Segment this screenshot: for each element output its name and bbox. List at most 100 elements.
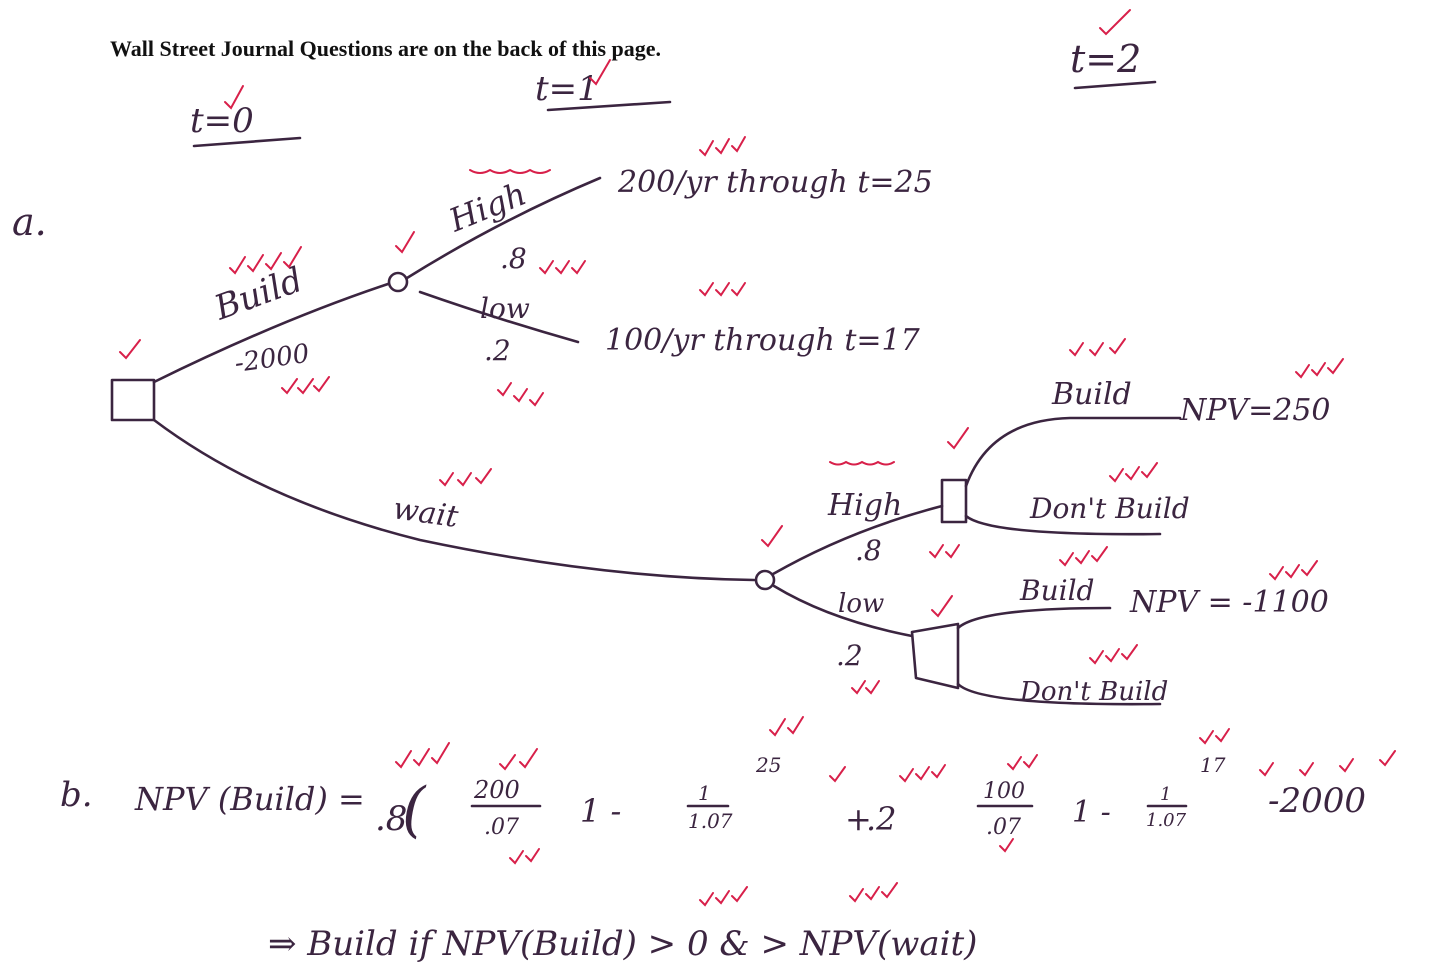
- low-build-npv: NPV = -1100: [1129, 585, 1329, 620]
- chance-node-wait: [754, 569, 776, 591]
- check-mark: [929, 544, 960, 559]
- check-mark: [931, 595, 953, 618]
- part-b-label: b.: [60, 775, 93, 815]
- decision-node-root: [110, 378, 156, 422]
- check-mark: [589, 59, 611, 86]
- wait-high-prob: .8: [855, 534, 882, 567]
- build-low-label: low: [480, 292, 530, 325]
- time-label-t0: t=0: [190, 101, 254, 141]
- term2-prob: .2: [866, 800, 897, 838]
- check-mark: [1069, 338, 1126, 357]
- term1-prob: .8: [375, 799, 407, 839]
- low-dont-line: [956, 682, 1162, 706]
- high-dont-line: [964, 514, 1162, 536]
- check-mark: [699, 282, 746, 297]
- check-mark: [849, 882, 898, 903]
- check-mark: [497, 382, 544, 407]
- check-mark: [1259, 750, 1396, 777]
- high-build-line: [964, 416, 1182, 488]
- check-mark: [829, 766, 846, 783]
- plus-sign: +: [845, 800, 872, 838]
- term1-inner-den: 1.07: [688, 809, 733, 833]
- wait-branch-line: [152, 418, 756, 582]
- check-mark: [1109, 462, 1158, 483]
- high-build-label: Build: [1051, 377, 1132, 412]
- high-dont-label: Don't Build: [1029, 492, 1190, 525]
- chance-node-build: [387, 271, 409, 293]
- build-low-prob: .2: [484, 334, 511, 367]
- decision-node-low: [910, 622, 960, 690]
- check-mark: [899, 764, 946, 783]
- check-mark: [1059, 546, 1108, 567]
- check-mark: [1269, 560, 1318, 581]
- check-mark: [224, 85, 244, 110]
- check-mark: [1007, 754, 1038, 771]
- part-a-label: a.: [12, 200, 47, 244]
- build-low-payoff: 100/yr through t=17: [605, 323, 921, 358]
- check-mark: [281, 376, 330, 395]
- wait-low-label: low: [838, 589, 884, 619]
- term1-exp: 25: [755, 753, 781, 777]
- check-mark: [947, 427, 969, 450]
- wait-low-line: [772, 584, 914, 638]
- check-mark: [119, 339, 141, 360]
- check-mark: [1295, 358, 1344, 379]
- check-mark: [229, 246, 302, 275]
- term1-open-paren: (: [402, 775, 427, 845]
- conclusion-line: ⇒ Build if NPV(Build) > 0 & > NPV(wait): [268, 924, 977, 964]
- npv-build-lhs: NPV (Build) =: [134, 780, 365, 818]
- build-high-label: High: [443, 175, 532, 240]
- check-mark: [829, 460, 895, 466]
- check-mark: [395, 742, 450, 769]
- check-mark: [539, 260, 586, 275]
- time-label-t2: t=2: [1070, 37, 1141, 81]
- page-header: Wall Street Journal Questions are on the…: [110, 36, 662, 61]
- time-label-t1: t=1: [535, 69, 599, 109]
- check-mark: [509, 848, 540, 865]
- build-cost: -2000: [233, 339, 311, 379]
- t2-underline: [1073, 80, 1157, 90]
- check-mark: [469, 168, 551, 174]
- t0-underline: [192, 136, 302, 148]
- build-branch-line: [152, 282, 390, 384]
- term1-num: 200: [473, 776, 520, 804]
- term2-one-minus: 1 -: [1072, 795, 1111, 830]
- check-mark: [851, 680, 880, 695]
- low-build-line: [956, 606, 1112, 630]
- build-high-payoff: 200/yr through t=25: [617, 165, 933, 200]
- low-build-label: Build: [1019, 574, 1094, 607]
- decision-node-high: [940, 478, 968, 524]
- term1-den: .07: [484, 815, 519, 840]
- tail-term: -2000: [1268, 781, 1366, 821]
- term1-one-minus: 1 -: [580, 792, 621, 830]
- check-mark: [1199, 728, 1230, 745]
- check-mark: [1089, 644, 1138, 665]
- check-mark: [699, 886, 748, 907]
- high-build-npv: NPV=250: [1179, 393, 1331, 428]
- wait-high-label: High: [827, 488, 902, 523]
- low-dont-label: Don't Build: [1019, 677, 1168, 707]
- check-mark: [395, 231, 415, 254]
- check-mark: [439, 468, 492, 487]
- term2-den: .07: [986, 815, 1021, 840]
- check-mark: [761, 525, 783, 548]
- wait-low-prob: .2: [836, 639, 863, 672]
- grading-checkmarks: [119, 9, 1396, 907]
- check-mark: [769, 716, 804, 737]
- build-high-prob: .8: [500, 242, 527, 275]
- build-high-line: [405, 176, 602, 280]
- term2-exp: 17: [1200, 753, 1226, 777]
- wait-label: wait: [391, 491, 461, 535]
- check-mark: [999, 838, 1014, 853]
- t1-underline: [546, 100, 672, 112]
- check-mark: [499, 748, 538, 771]
- term2-inner-num: 1: [1160, 784, 1171, 805]
- term2-num: 100: [983, 779, 1025, 804]
- check-mark: [1099, 9, 1131, 36]
- check-mark: [699, 136, 746, 157]
- term2-inner-den: 1.07: [1146, 810, 1187, 831]
- term1-inner-num: 1: [698, 781, 711, 805]
- build-low-line: [418, 290, 580, 344]
